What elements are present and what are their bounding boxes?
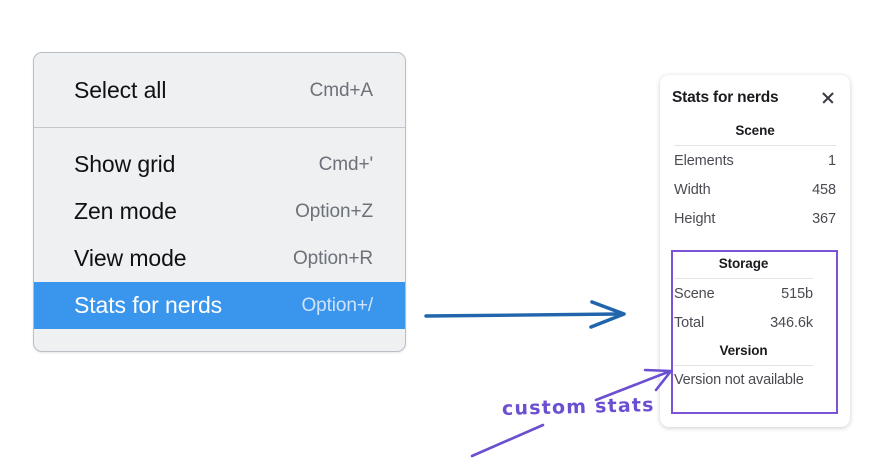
menu-item-zen-mode[interactable]: Zen mode Option+Z [34,188,405,235]
custom-stats-annotation-label: custom stats [501,394,655,420]
context-menu[interactable]: Select all Cmd+A Show grid Cmd+' Zen mod… [33,52,406,352]
stat-row-width: Width 458 [672,175,838,204]
menu-item-stats-for-nerds[interactable]: Stats for nerds Option+/ [34,282,405,329]
stats-panel-header: Stats for nerds [672,75,838,117]
stat-value: 458 [812,181,836,198]
stat-value: 367 [812,210,836,227]
stat-row-storage-scene: Scene 515b [672,279,815,308]
menu-item-show-grid[interactable]: Show grid Cmd+' [34,141,405,188]
stat-key: Elements [674,152,734,169]
stat-row-height: Height 367 [672,204,838,233]
menu-group-view: Show grid Cmd+' Zen mode Option+Z View m… [34,128,405,329]
section-title-version: Version [719,343,768,358]
version-text: Version not available [674,372,804,388]
close-icon[interactable] [820,90,836,106]
menu-item-view-mode[interactable]: View mode Option+R [34,235,405,282]
stat-row-storage-total: Total 346.6k [672,308,815,337]
blue-arrow-annotation [424,300,626,329]
section-title-scene: Scene [735,123,775,138]
menu-item-select-all[interactable]: Select all Cmd+A [34,67,405,114]
section-title-storage: Storage [718,256,769,271]
menu-item-shortcut: Cmd+' [318,153,373,175]
section-divider [674,145,836,146]
stat-key: Height [674,210,716,227]
menu-item-label: Select all [74,77,167,103]
stats-panel-title: Stats for nerds [672,89,779,106]
menu-group-primary: Select all Cmd+A [34,53,405,128]
stat-value: 515b [781,285,813,302]
menu-item-shortcut: Option+R [293,247,373,269]
menu-item-label: Stats for nerds [74,292,223,318]
stat-value: 1 [828,152,836,169]
menu-item-shortcut: Option+Z [295,200,373,222]
section-divider [674,365,813,366]
stats-for-nerds-panel: Stats for nerds Scene Elements 1 Width 4… [660,75,850,427]
stat-value: 346.6k [770,314,813,331]
section-divider [674,278,813,279]
stat-key: Total [674,314,705,331]
menu-item-label: Show grid [74,151,176,177]
menu-item-label: Zen mode [74,198,177,224]
menu-item-shortcut: Cmd+A [309,79,373,101]
stat-key: Scene [674,285,715,302]
menu-item-shortcut: Option+/ [301,294,373,316]
stat-key: Width [674,181,711,198]
menu-item-label: View mode [74,245,187,271]
purple-underline-stroke [470,423,545,458]
custom-stats-region: Storage Scene 515b Total 346.6k Version … [660,250,827,388]
stat-row-elements: Elements 1 [672,146,838,175]
